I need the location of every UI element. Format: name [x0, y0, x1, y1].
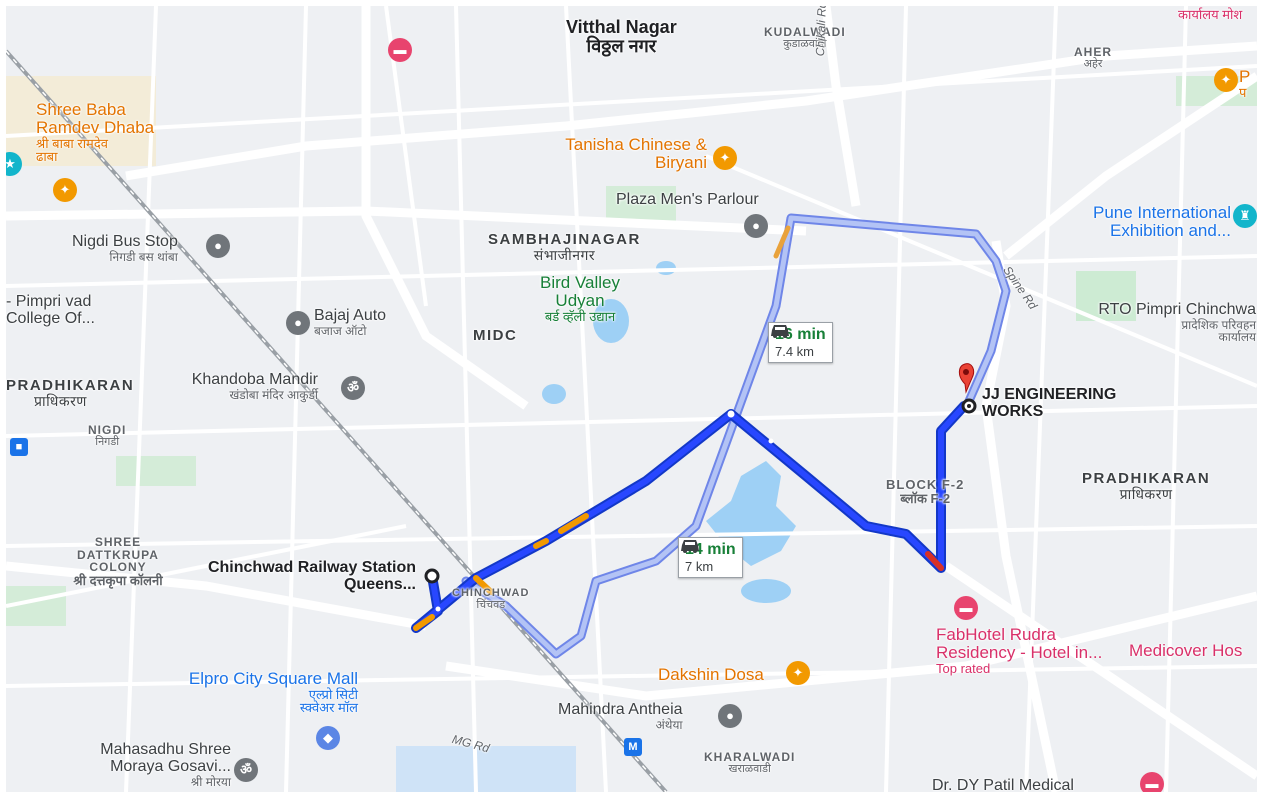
temple-icon[interactable]: ॐ: [341, 376, 365, 400]
restaurant-icon[interactable]: ✦: [786, 661, 810, 685]
route-card-14[interactable]: 14 min 7 km: [678, 537, 743, 578]
railway-line-dash: [6, 50, 667, 792]
place-pin-icon[interactable]: ●: [718, 704, 742, 728]
route-distance: 7.4 km: [775, 344, 815, 359]
transit-icon[interactable]: ■: [10, 438, 28, 456]
lake: [593, 299, 629, 343]
origin-marker[interactable]: [424, 568, 440, 584]
water-area: [396, 746, 576, 792]
car-icon: [681, 540, 699, 553]
hotel-icon[interactable]: ▬: [388, 38, 412, 62]
park-area: [116, 456, 196, 486]
car-icon: [771, 325, 789, 338]
restaurant-icon[interactable]: ✦: [53, 178, 77, 202]
destination-pin-icon[interactable]: [958, 363, 975, 394]
place-pin-icon[interactable]: ●: [286, 311, 310, 335]
route-alt-path[interactable]: [461, 213, 1011, 659]
attraction-icon[interactable]: ★: [6, 152, 22, 176]
park-area: [6, 76, 156, 166]
hotel-icon[interactable]: ▬: [1140, 772, 1164, 792]
restaurant-icon[interactable]: ✦: [1214, 68, 1238, 92]
bus-stop-icon[interactable]: ●: [206, 234, 230, 258]
shopping-icon[interactable]: ◆: [316, 726, 340, 750]
temple-icon[interactable]: ॐ: [234, 758, 258, 782]
exhibition-icon[interactable]: ♜: [1233, 204, 1257, 228]
restaurant-icon[interactable]: ✦: [713, 146, 737, 170]
lake: [741, 579, 791, 603]
map-canvas[interactable]: Vitthal Nagar विठ्ठल नगर KUDALWADI कुडाळ…: [6, 6, 1257, 792]
route-card-16[interactable]: 16 min 7.4 km: [768, 322, 833, 363]
route-distance: 7 km: [685, 559, 714, 574]
metro-icon[interactable]: M: [624, 738, 642, 756]
hotel-icon[interactable]: ▬: [954, 596, 978, 620]
route-primary-path[interactable]: [411, 401, 969, 633]
lake: [542, 384, 566, 404]
lake: [656, 261, 676, 275]
place-pin-icon[interactable]: ●: [744, 214, 768, 238]
minor-streets: [6, 6, 1257, 792]
map-base: [6, 6, 1257, 792]
